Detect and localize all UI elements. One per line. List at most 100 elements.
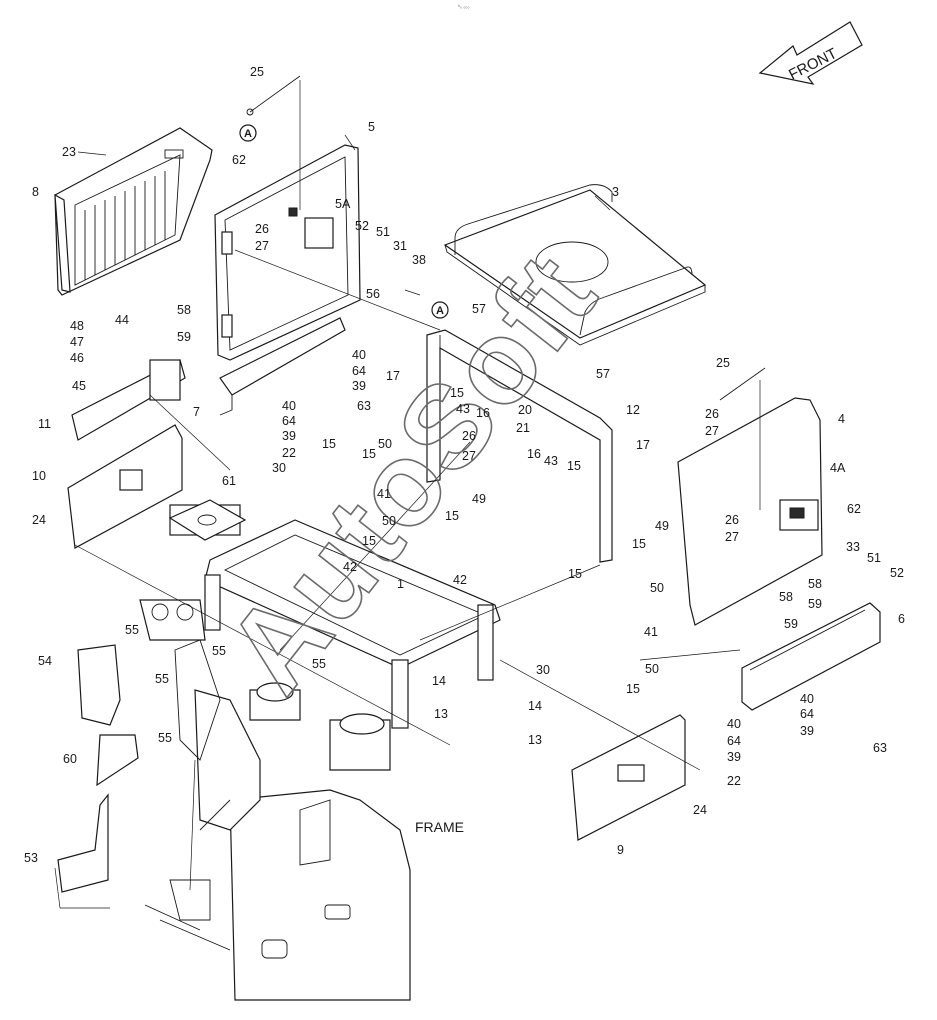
callout-25: 25 (250, 65, 264, 79)
callout-1: 1 (397, 577, 404, 591)
callout-33: 33 (846, 540, 860, 554)
callout-14: 14 (528, 699, 542, 713)
frame-label: FRAME (415, 819, 464, 835)
callout-20: 20 (518, 403, 532, 417)
callout-64: 64 (352, 364, 366, 378)
front-direction-arrow: FRONT (758, 21, 863, 85)
callout-54: 54 (38, 654, 52, 668)
part-10-panel (67, 424, 183, 549)
callout-4a: 4A (830, 461, 846, 475)
gas-strut-right (719, 367, 766, 401)
callout-55: 55 (125, 623, 139, 637)
callout-55: 55 (212, 644, 226, 658)
callout-59: 59 (177, 330, 191, 344)
callout-53: 53 (24, 851, 38, 865)
callout-15: 15 (322, 437, 336, 451)
callout-39: 39 (352, 379, 366, 393)
callout-27: 27 (462, 449, 476, 463)
callout-51: 51 (376, 225, 390, 239)
callout-40: 40 (800, 692, 814, 706)
part-6-side-panel (741, 602, 881, 711)
callout-56: 56 (366, 287, 380, 301)
callout-50: 50 (650, 581, 664, 595)
svg-text:A: A (244, 128, 252, 140)
callout-11: 11 (38, 417, 51, 431)
callout-15: 15 (568, 567, 582, 581)
callout-63: 63 (357, 399, 371, 413)
callout-26: 26 (255, 222, 269, 236)
part-3-roof (443, 184, 707, 346)
callout-50: 50 (645, 662, 659, 676)
callout-49: 49 (655, 519, 669, 533)
callout-41: 41 (377, 487, 391, 501)
callout-15: 15 (567, 459, 581, 473)
callout-40: 40 (727, 717, 741, 731)
callout-22: 22 (727, 774, 741, 788)
gas-strut-upper (246, 75, 301, 116)
part-8-grille-cover (54, 127, 213, 296)
callout-55: 55 (155, 672, 169, 686)
callout-23: 23 (62, 145, 76, 159)
callout-26: 26 (462, 429, 476, 443)
callout-58: 58 (779, 590, 793, 604)
callout-62: 62 (847, 502, 861, 516)
callout-60: 60 (63, 752, 77, 766)
frame-body: FRAME (139, 599, 464, 1001)
callout-8: 8 (32, 185, 39, 199)
callout-16: 16 (476, 406, 490, 420)
callout-5: 5 (368, 120, 375, 134)
callout-57: 57 (596, 367, 610, 381)
part-53-guard (57, 793, 109, 893)
callout-50: 50 (378, 437, 392, 451)
callout-30: 30 (272, 461, 286, 475)
callout-5a: 5A (335, 197, 351, 211)
callout-43: 43 (544, 454, 558, 468)
callout-15: 15 (626, 682, 640, 696)
callout-43: 43 (456, 402, 470, 416)
callout-64: 64 (800, 707, 814, 721)
callout-45: 45 (72, 379, 86, 393)
callout-17: 17 (386, 369, 400, 383)
callout-38: 38 (412, 253, 426, 267)
callout-15: 15 (362, 447, 376, 461)
callout-17: 17 (636, 438, 650, 452)
callout-42: 42 (343, 560, 357, 574)
callout-14: 14 (432, 674, 446, 688)
callout-58: 58 (177, 303, 191, 317)
callout-13: 13 (528, 733, 542, 747)
callout-4: 4 (838, 412, 845, 426)
svg-text:A: A (436, 305, 444, 317)
leader-lines (54, 80, 761, 909)
callout-12: 12 (626, 403, 640, 417)
callout-15: 15 (632, 537, 646, 551)
callout-31: 31 (393, 239, 407, 253)
callout-51: 51 (867, 551, 881, 565)
callout-55: 55 (312, 657, 326, 671)
callout-15: 15 (362, 534, 376, 548)
part-11-bracket (71, 359, 186, 441)
part-54-guard (77, 644, 121, 726)
callout-46: 46 (70, 351, 84, 365)
part-7-bracket (219, 317, 346, 416)
callout-49: 49 (472, 492, 486, 506)
part-60-guard (96, 734, 139, 787)
callout-39: 39 (800, 724, 814, 738)
callout-3: 3 (612, 185, 619, 199)
callout-6: 6 (898, 612, 905, 626)
callout-39: 39 (282, 429, 296, 443)
callout-30: 30 (536, 663, 550, 677)
callout-24: 24 (693, 803, 707, 817)
reference-marker-a-upper: A (239, 124, 257, 142)
callout-55: 55 (158, 731, 172, 745)
callout-27: 27 (255, 239, 269, 253)
callout-40: 40 (352, 348, 366, 362)
callout-25: 25 (716, 356, 730, 370)
callout-22: 22 (282, 446, 296, 460)
callout-61: 61 (222, 474, 236, 488)
callout-24: 24 (32, 513, 46, 527)
callout-15: 15 (445, 509, 459, 523)
callout-44: 44 (115, 313, 129, 327)
callout-63: 63 (873, 741, 887, 755)
part-61-mount (168, 499, 247, 541)
